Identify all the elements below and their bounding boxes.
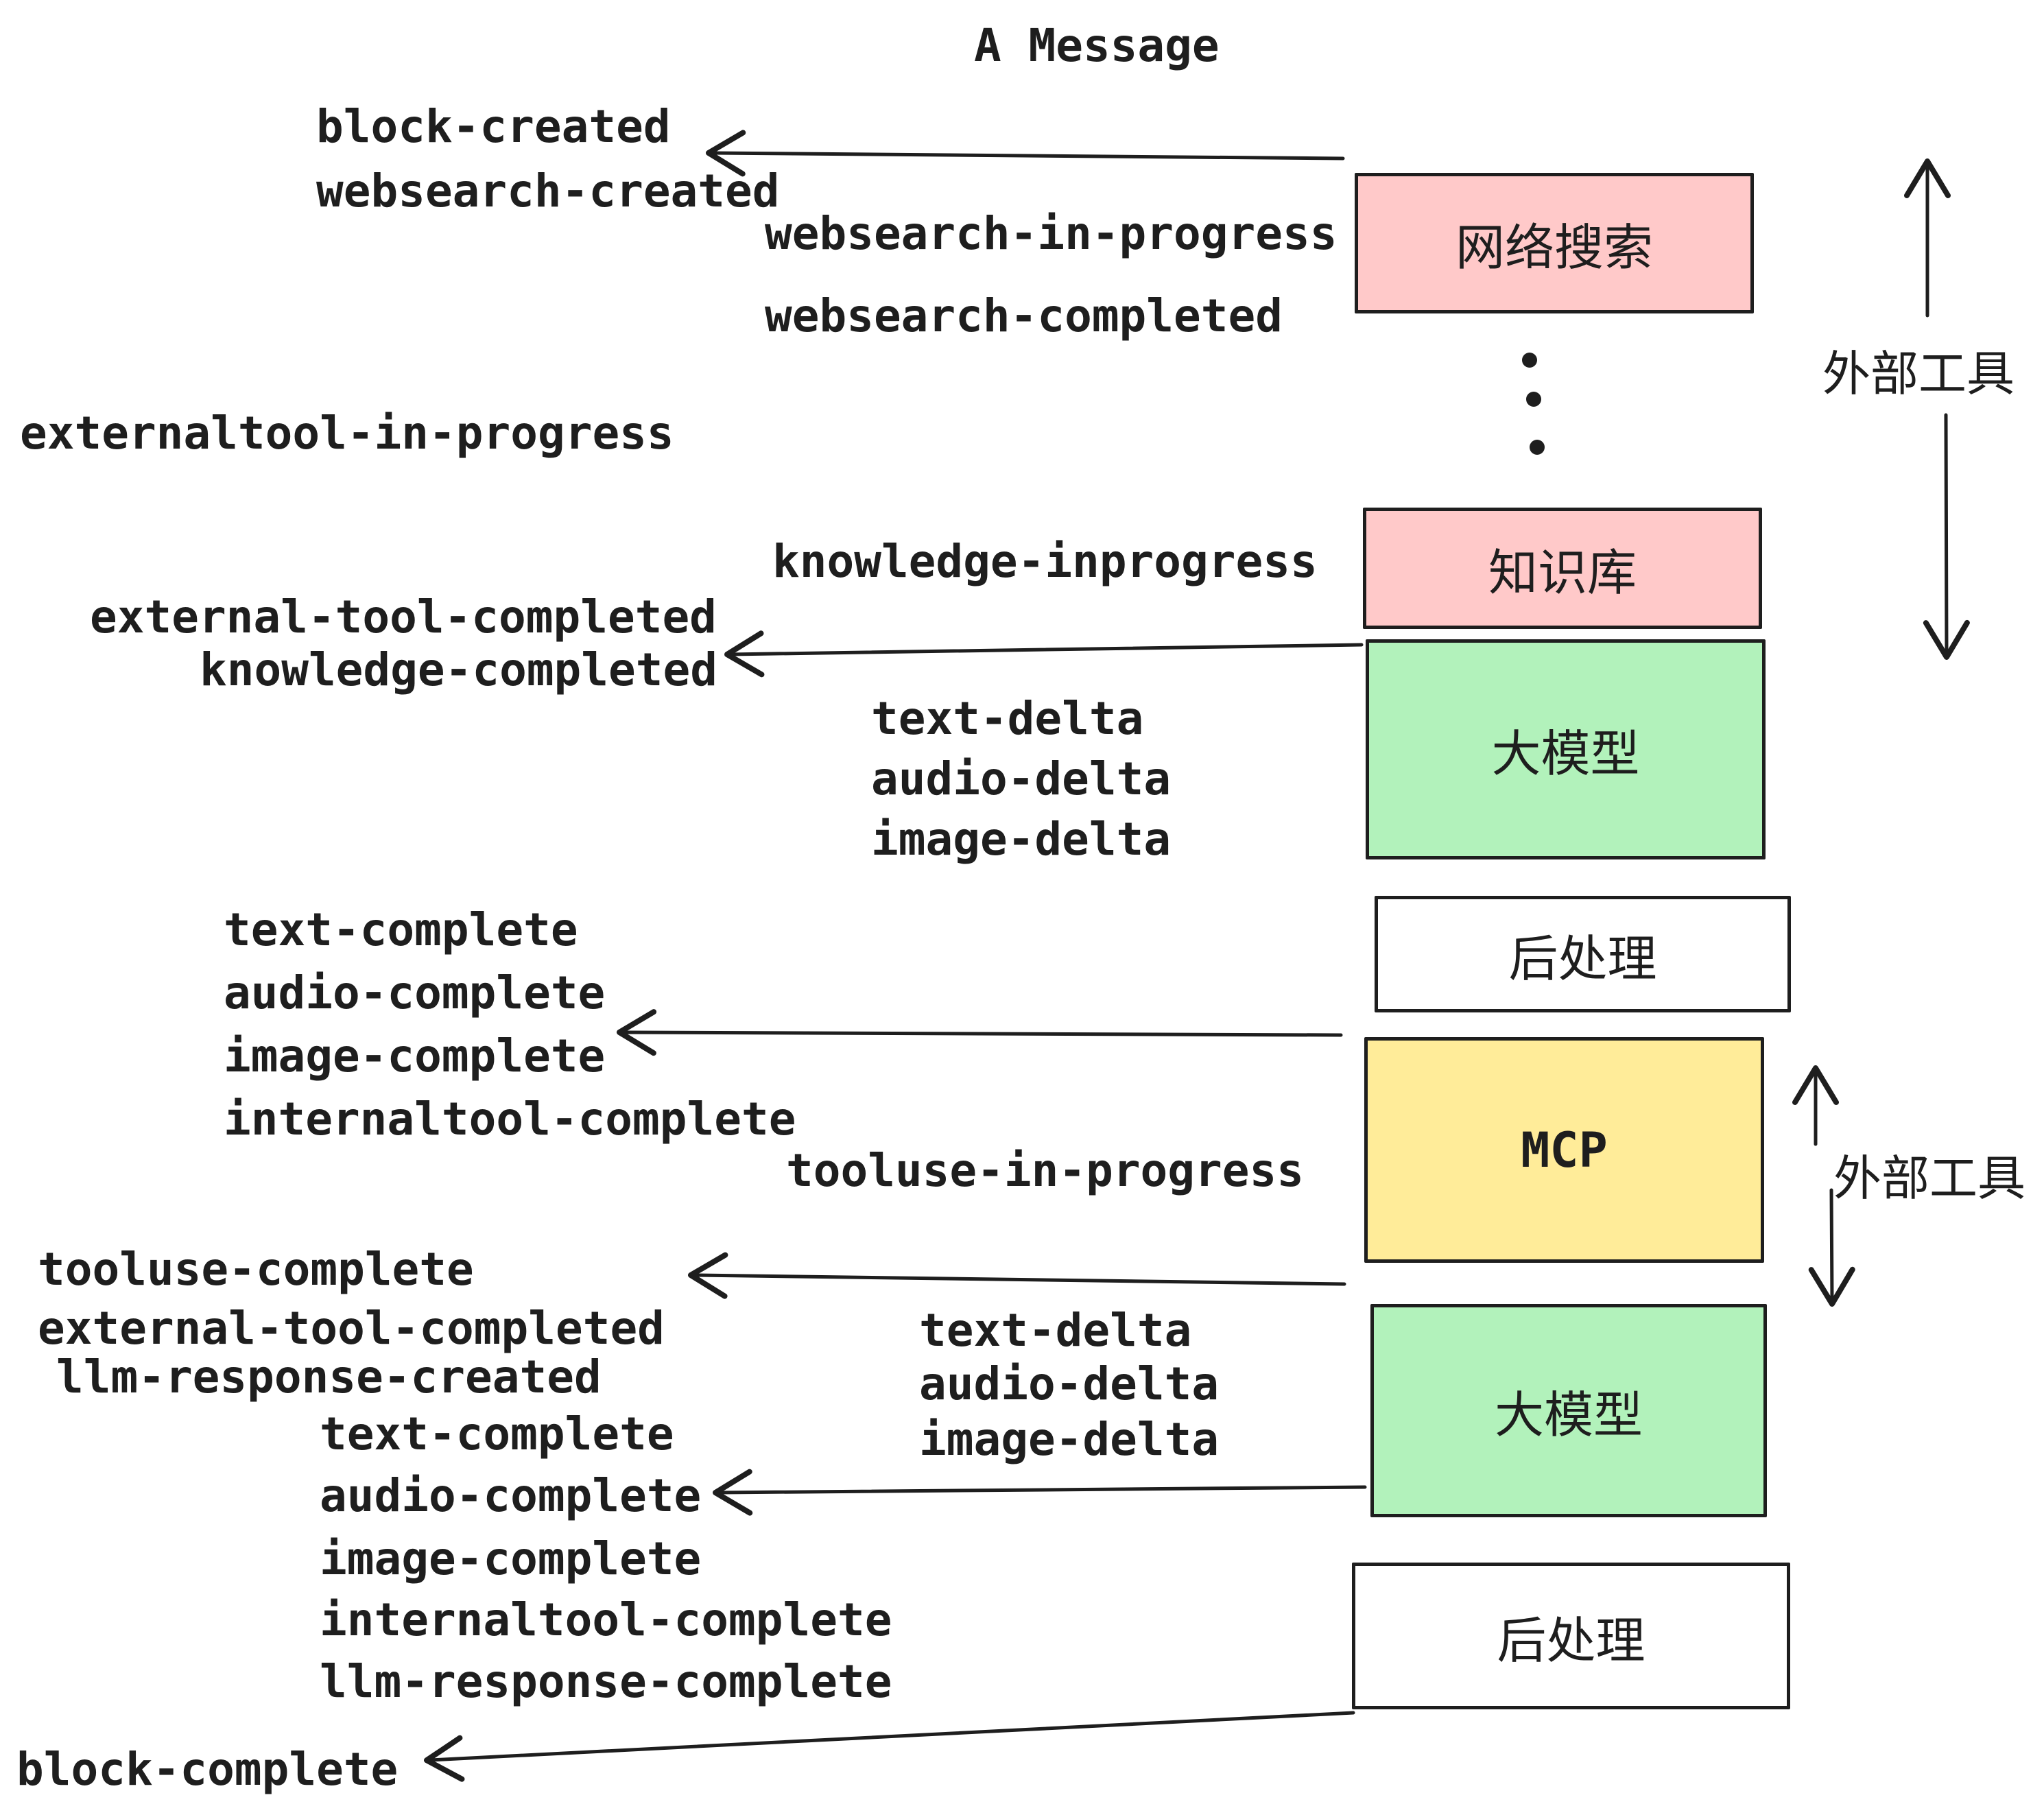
event-websearch-created: websearch-created xyxy=(316,165,780,217)
arrow-external-tools-down-2 xyxy=(1808,1188,1855,1307)
event-websearch-completed: websearch-completed xyxy=(765,289,1283,342)
event-audio-delta-1: audio-delta xyxy=(871,752,1172,805)
event-image-delta-1: image-delta xyxy=(871,813,1172,866)
box-postprocess-1: 后处理 xyxy=(1375,896,1791,1012)
event-llm-response-complete: llm-response-complete xyxy=(320,1655,892,1708)
ellipsis-dots xyxy=(1522,353,1545,455)
event-knowledge-completed: knowledge-completed xyxy=(200,643,717,696)
event-external-tool-completed-2: external-tool-completed xyxy=(38,1302,665,1355)
event-internaltool-complete-2: internaltool-complete xyxy=(320,1593,892,1646)
box-llm-1: 大模型 xyxy=(1366,639,1766,859)
box-knowledge-base-label: 知识库 xyxy=(1488,544,1637,602)
box-postprocess-1-label: 后处理 xyxy=(1508,929,1657,988)
box-llm-2: 大模型 xyxy=(1370,1304,1767,1517)
box-postprocess-2: 后处理 xyxy=(1352,1563,1790,1709)
arrow-llm2-to-audio-complete xyxy=(713,1469,1367,1516)
arrow-to-image-complete xyxy=(617,1009,1343,1056)
box-mcp-label: MCP xyxy=(1521,1121,1608,1178)
box-postprocess-2-label: 后处理 xyxy=(1497,1611,1645,1670)
event-text-complete-1: text-complete xyxy=(224,903,578,956)
arrow-post2-to-block-complete xyxy=(424,1711,1355,1782)
arrow-websearch-to-block-created xyxy=(706,130,1345,177)
event-text-delta-1: text-delta xyxy=(871,692,1144,745)
event-block-complete: block-complete xyxy=(16,1743,399,1796)
event-llm-response-created: llm-response-created xyxy=(56,1351,602,1403)
event-externaltool-in-progress: externaltool-in-progress xyxy=(20,407,674,460)
diagram-title: A Message xyxy=(974,19,1220,72)
event-audio-complete-2: audio-complete xyxy=(320,1469,702,1522)
event-text-delta-2: text-delta xyxy=(919,1304,1192,1357)
box-llm-1-label: 大模型 xyxy=(1491,725,1640,783)
event-tooluse-in-progress: tooluse-in-progress xyxy=(786,1144,1304,1197)
event-audio-complete-1: audio-complete xyxy=(224,966,606,1019)
event-external-tool-completed-1: external-tool-completed xyxy=(90,591,717,643)
event-audio-delta-2: audio-delta xyxy=(919,1357,1220,1410)
arrow-mcp-to-tooluse-complete xyxy=(688,1252,1346,1299)
event-image-complete-2: image-complete xyxy=(320,1532,702,1585)
event-image-delta-2: image-delta xyxy=(919,1413,1220,1466)
side-label-external-tools-2: 外部工具 xyxy=(1833,1150,2025,1207)
event-internaltool-complete-1: internaltool-complete xyxy=(224,1093,796,1146)
box-websearch-label: 网络搜索 xyxy=(1455,219,1653,276)
side-label-external-tools-1: 外部工具 xyxy=(1822,346,2015,402)
event-block-created: block-created xyxy=(316,100,671,153)
box-websearch: 网络搜索 xyxy=(1355,173,1754,313)
event-image-complete-1: image-complete xyxy=(224,1030,606,1082)
event-websearch-in-progress: websearch-in-progress xyxy=(765,207,1338,260)
box-knowledge-base: 知识库 xyxy=(1363,508,1762,629)
event-tooluse-complete: tooluse-complete xyxy=(38,1243,474,1296)
arrow-llm1-to-knowledge-completed xyxy=(724,630,1364,678)
arrow-external-tools-down-1 xyxy=(1923,413,1970,660)
event-knowledge-inprogress: knowledge-inprogress xyxy=(772,535,1318,588)
box-mcp: MCP xyxy=(1364,1037,1764,1263)
event-text-complete-2: text-complete xyxy=(320,1408,674,1460)
box-llm-2-label: 大模型 xyxy=(1494,1386,1643,1444)
